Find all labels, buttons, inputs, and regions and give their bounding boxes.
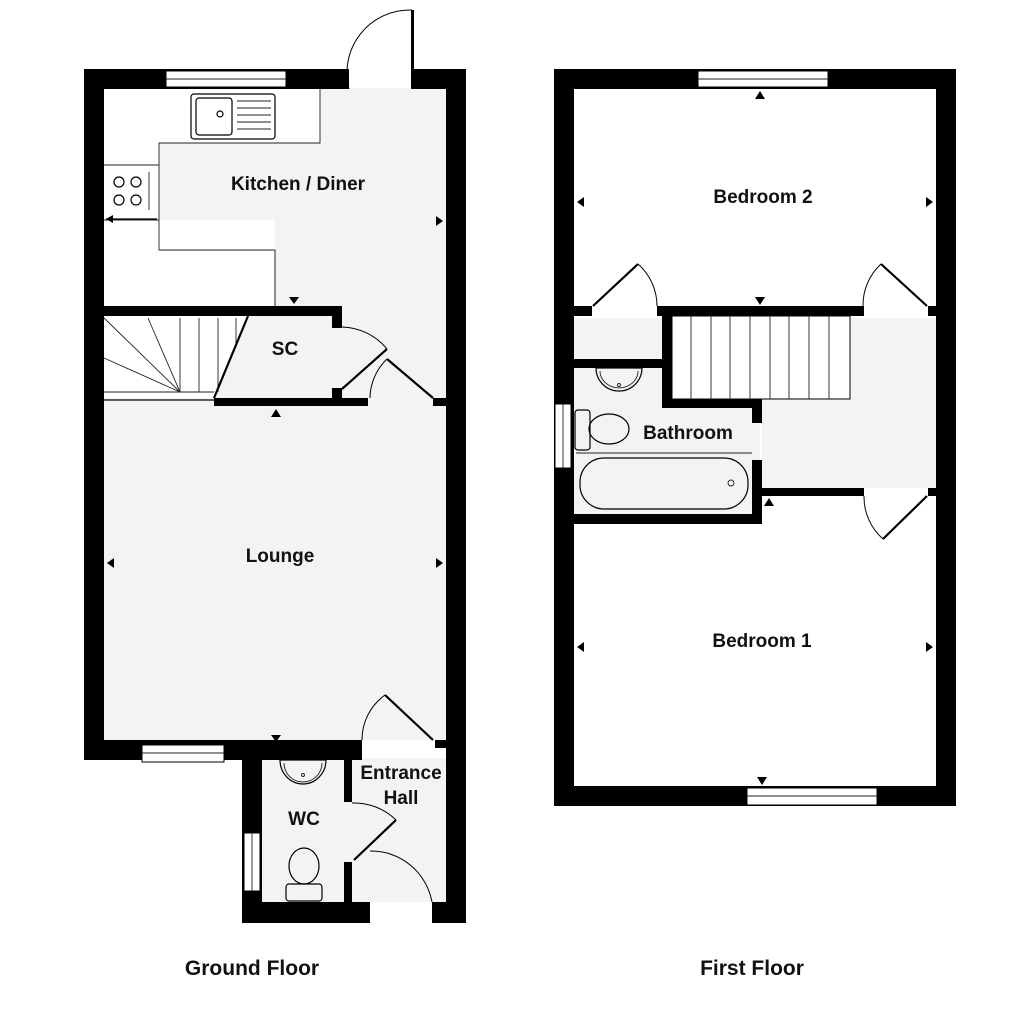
first-windows xyxy=(554,70,878,806)
room-label-lounge: Lounge xyxy=(245,546,315,568)
first-floor-plan xyxy=(554,69,956,806)
room-label-wc: WC xyxy=(288,809,320,831)
room-label-bedroom-2: Bedroom 2 xyxy=(713,187,813,209)
ground-doors xyxy=(341,9,435,923)
landing-cupboard-fill xyxy=(574,318,662,360)
cooker-hob xyxy=(106,172,157,223)
room-label-bedroom-1: Bedroom 1 xyxy=(712,631,812,653)
first-stairs xyxy=(671,315,851,400)
first-dimension-arrows xyxy=(577,91,933,785)
room-label-bathroom: Bathroom xyxy=(643,423,733,445)
room-label-kitchen-diner: Kitchen / Diner xyxy=(230,174,366,196)
entrance-hall-fill xyxy=(348,758,446,902)
floor-label-ground: Ground Floor xyxy=(184,956,320,980)
ground-stairs xyxy=(103,315,250,399)
room-label-entrance-line2: Hall xyxy=(383,788,419,810)
kitchen-sink xyxy=(190,93,276,140)
bathroom-fixtures xyxy=(574,367,752,510)
ground-windows xyxy=(141,70,287,892)
room-label-entrance-line1: Entrance xyxy=(360,763,442,785)
ground-dimension-arrows xyxy=(107,216,443,742)
room-label-sc: SC xyxy=(271,339,299,361)
ground-floor-plan xyxy=(84,9,466,923)
first-doors xyxy=(592,263,928,540)
wc-fixtures xyxy=(279,759,327,902)
floor-label-first: First Floor xyxy=(700,956,804,980)
